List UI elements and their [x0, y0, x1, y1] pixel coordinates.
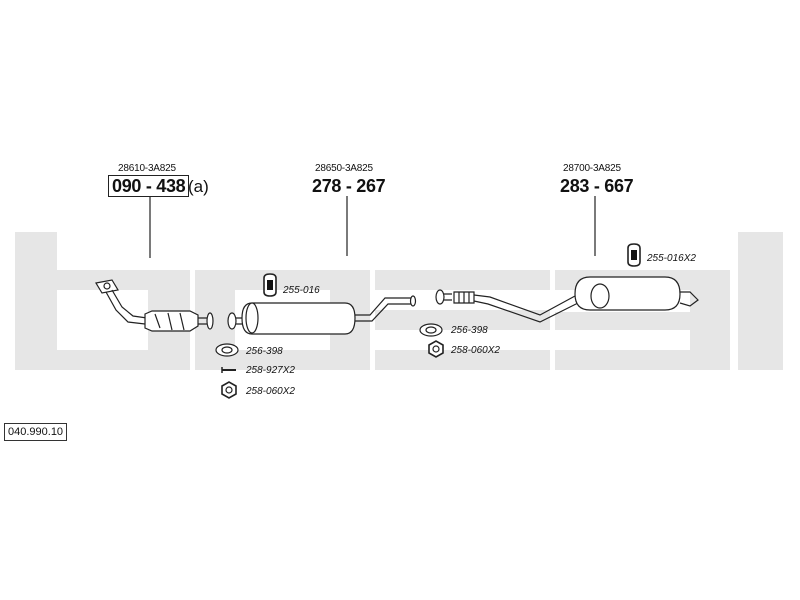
oem-number-rear: 28700-3A825	[563, 163, 621, 174]
oem-number-catalytic: 28610-3A825	[118, 163, 176, 174]
catalytic-converter-drawing	[95, 279, 214, 332]
part-number-rear: 283 - 667	[560, 176, 634, 196]
document-number: 040.990.10	[4, 423, 68, 441]
watermark-s-mid	[375, 310, 550, 330]
accessory-label-bolt: 258-927X2	[246, 365, 295, 376]
part-number-middle: 278 - 267	[312, 176, 386, 196]
watermark-a-mid	[555, 312, 730, 330]
watermark-b-bowl-bottom	[15, 350, 190, 370]
rear-silencer-drawing	[435, 276, 699, 323]
watermark-l-stem	[738, 232, 783, 370]
part-suffix-catalytic: (a)	[188, 177, 209, 196]
oem-number-middle: 28650-3A825	[315, 163, 373, 174]
accessory-label-gasket-right: 256-398	[451, 325, 488, 336]
watermark-b-stem	[15, 232, 57, 370]
accessory-label-nut-left: 258-060X2	[246, 386, 295, 397]
accessory-label-mount-rear: 255-016X2	[647, 253, 696, 264]
part-number-catalytic: 090 - 438	[108, 175, 190, 197]
watermark-o-top	[195, 270, 370, 290]
accessory-label-gasket-left: 256-398	[246, 346, 283, 357]
watermark-a-bottom	[555, 350, 730, 370]
accessory-icons	[215, 243, 641, 399]
accessory-label-mount: 255-016	[283, 285, 320, 296]
watermark-b-bowl-top	[15, 270, 190, 290]
watermark-s-top	[375, 270, 550, 290]
middle-silencer-drawing	[227, 295, 417, 335]
accessory-label-nut-right: 258-060X2	[451, 345, 500, 356]
watermark-s-bottom	[375, 350, 550, 370]
watermark-o-bottom	[195, 350, 370, 370]
